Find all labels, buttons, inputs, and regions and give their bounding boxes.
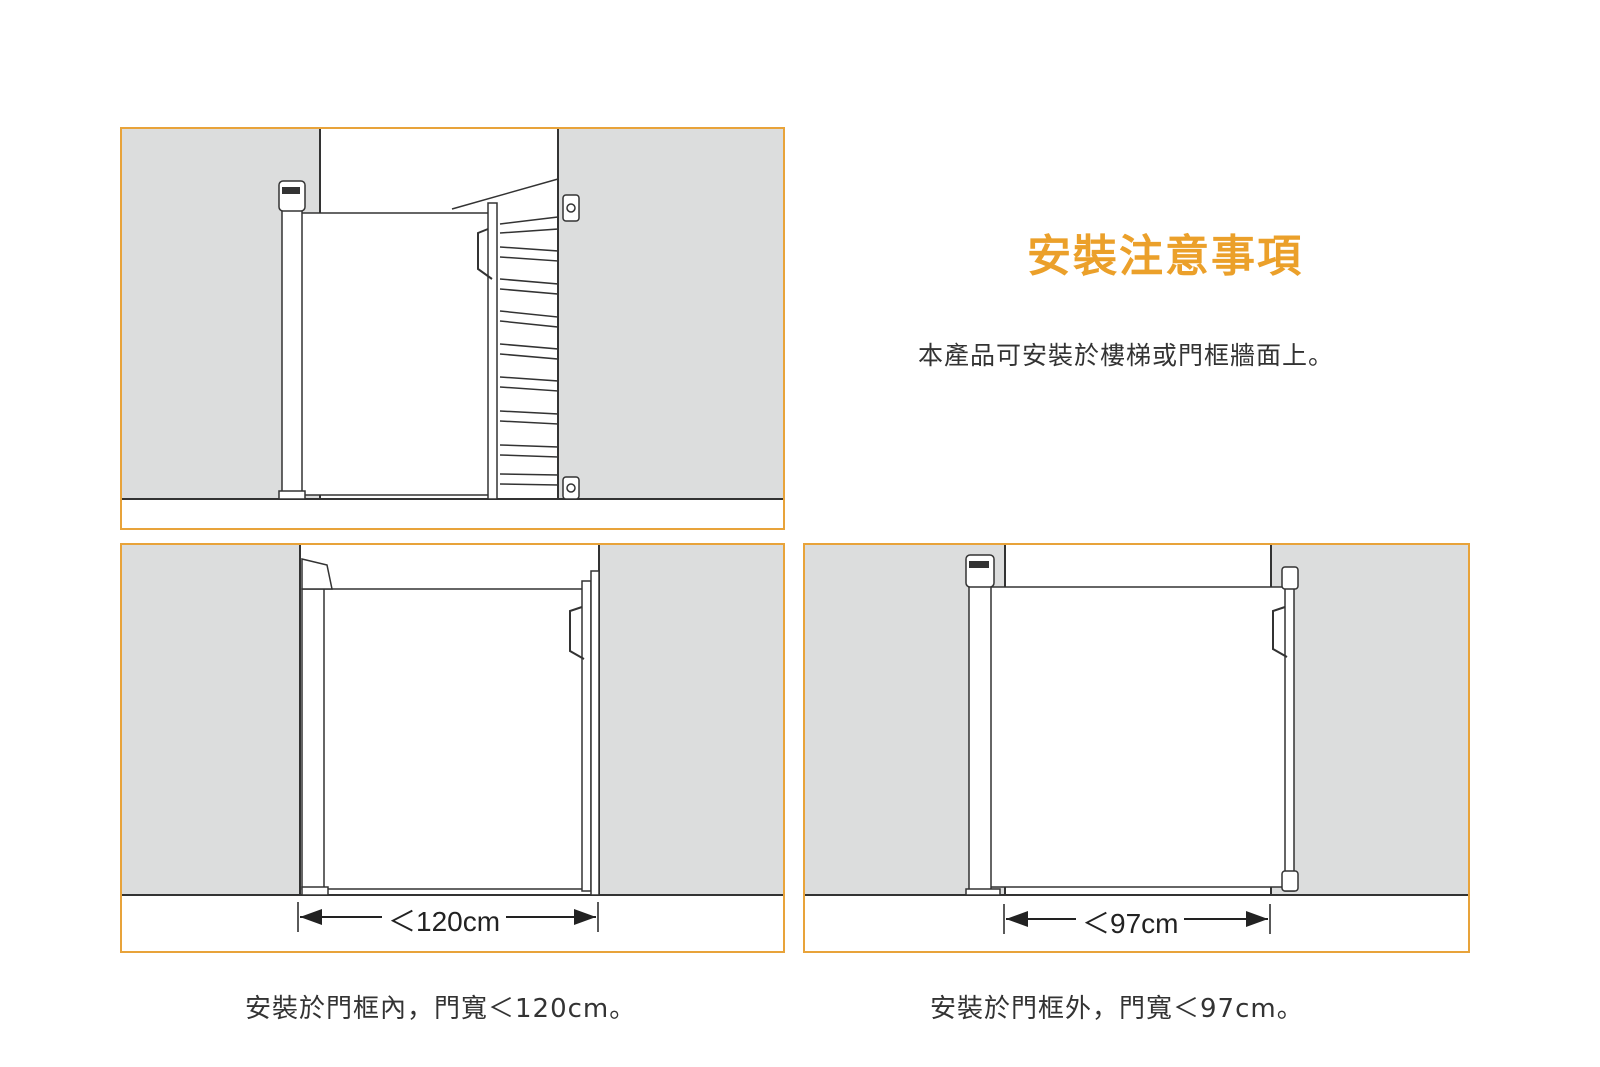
- outside-dimension-label: ＜97cm: [1076, 902, 1185, 942]
- outside-frame-panel: [803, 543, 1470, 953]
- inside-frame-panel: [120, 543, 785, 953]
- stairs-panel: [120, 127, 785, 530]
- inside-frame-illustration: [122, 545, 783, 896]
- stairs-illustration: [122, 129, 783, 500]
- intro-text: 本產品可安裝於樓梯或門框牆面上。: [918, 341, 1335, 370]
- outside-frame-illustration: [805, 545, 1468, 896]
- staircase: [451, 178, 559, 486]
- inside-dimension-label: ＜120cm: [382, 900, 507, 940]
- page-title: 安裝注意事項: [1027, 231, 1303, 282]
- inside-caption: 安裝於門框內，門寬＜120cm。: [245, 994, 637, 1024]
- outside-caption: 安裝於門框外，門寬＜97cm。: [930, 994, 1304, 1024]
